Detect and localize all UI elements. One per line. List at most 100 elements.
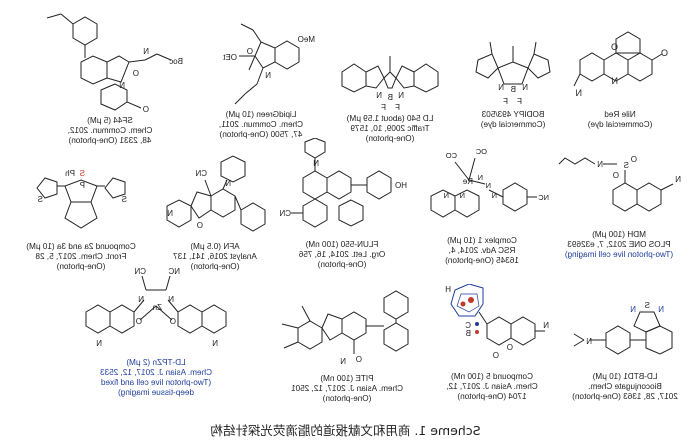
- atom-label: N: [265, 71, 271, 80]
- atom-label: HO: [395, 181, 407, 190]
- atom-label: N: [398, 91, 404, 100]
- atom-label: N: [138, 295, 144, 304]
- atom-label: N: [167, 209, 173, 218]
- compound-note: Traffic 2009, 10, 1579: [350, 124, 430, 133]
- atom-label: CO: [446, 151, 457, 160]
- compound-2a-3a-card: S P Ph S S Compound 2a and 3a (10 μM) Fr…: [11, 162, 151, 272]
- compound-note: (Commercial dye): [480, 120, 546, 129]
- atom-label: OC: [475, 147, 487, 156]
- atom-label: Zn: [153, 303, 162, 312]
- mdh-structure: N S O O N: [558, 155, 681, 212]
- atom-label: O: [197, 221, 203, 230]
- compound-name: Nile Red: [604, 110, 636, 119]
- atom-label: F: [381, 103, 386, 112]
- compound-note: Chem. Commun. 2011,: [218, 120, 304, 129]
- atom-label: CN: [195, 169, 207, 178]
- atom-label: S: [645, 301, 650, 310]
- atom-label: S: [80, 169, 85, 178]
- atom-label: N: [586, 337, 592, 346]
- atom-label: N: [576, 88, 583, 98]
- atom-label: N: [444, 191, 449, 200]
- atom-label: O: [170, 317, 176, 326]
- lipidgreen-card: MeO O OEt N LipidGreen (10 μM) Chem. Com…: [205, 14, 317, 140]
- atom-label: MeO: [298, 35, 315, 44]
- nile-red-structure: O N N O: [573, 31, 668, 98]
- scheme-caption: Scheme 1. 商用和文献报道的脂滴荧光探针结构: [210, 423, 481, 438]
- ld-btd1-structure: N S N N: [573, 301, 673, 355]
- atom-label: S: [38, 195, 43, 204]
- atom-label: NC: [168, 267, 180, 276]
- compound-imaging-note: (Two-photon live cell imaging): [564, 250, 674, 259]
- compound-note: Chem. Asian J. 2017, 12, 2501: [291, 384, 403, 393]
- atom-label: O: [661, 48, 668, 58]
- atom-label: CN: [279, 209, 291, 218]
- atom-label: N: [225, 179, 231, 188]
- atom-label: B: [511, 85, 516, 94]
- atom-label: O: [143, 105, 149, 114]
- atom-label: O: [133, 69, 139, 78]
- atom-label: O: [136, 317, 142, 326]
- compound-name: SF44 (5 μM): [87, 116, 133, 125]
- atom-label: O: [611, 42, 618, 52]
- atom-label: N: [376, 91, 382, 100]
- bodipy-card: N B N F F BODIPY 493/503 (Commercial dye…: [463, 32, 563, 130]
- atom-label: N: [597, 160, 603, 169]
- pite-structure: N O: [281, 290, 409, 366]
- atom-label: F: [395, 103, 400, 112]
- atom-label: N: [543, 321, 549, 330]
- ld-btd1-card: N S N N LD-BTD1 (10 μM) Bioconjugate Che…: [563, 300, 687, 402]
- atom-label: F: [517, 97, 522, 106]
- compound-note: RSC Adv. 2014, 4,: [448, 246, 516, 255]
- atom-label: N: [675, 175, 681, 184]
- compound-note: Front. Chem. 2017, 5, 28: [35, 252, 127, 261]
- atom-label: N: [498, 83, 504, 92]
- compound-name: LipidGreen (10 μM): [225, 110, 297, 119]
- compound-note: 1704 (One-photon): [457, 392, 527, 401]
- atom-label: F: [503, 97, 508, 106]
- atom-label: N: [486, 181, 491, 190]
- compound-note: PLOS ONE 2012, 7, e32693: [567, 240, 671, 249]
- atom-label: N: [478, 173, 483, 182]
- atom-label: O: [493, 351, 499, 360]
- ld540-card: N B N F F LD 540 (about 1.59 μM) Traffic…: [329, 42, 451, 144]
- complex1-card: OC CO Re N N N N N NC Complex 1 (10 μM) …: [413, 140, 551, 266]
- ld540-structure: N B N F F: [341, 56, 439, 112]
- atom-label: OEt: [222, 53, 237, 62]
- compound-note: (One-photon): [317, 260, 367, 269]
- mdh-card: N S O O N MDH (100 μM) PLOS ONE 2012, 7,…: [553, 150, 685, 260]
- flun550-card: N HO CN FLUN-550 (100 nM) Org. Lett. 201…: [275, 138, 409, 270]
- compound-2a-3a-structure: S P Ph S S: [36, 169, 127, 229]
- atom-label: O: [356, 355, 362, 364]
- atom-label: N: [143, 47, 149, 56]
- compound-note: Analyst 2016, 141, 137: [173, 252, 257, 261]
- atom-label: O: [247, 47, 253, 56]
- compound-name: BODIPY 493/503: [481, 110, 545, 119]
- atom-label: N: [119, 81, 125, 90]
- compound-note: Chem. Commun. 2012,: [67, 126, 153, 135]
- atom-label: C: [465, 321, 471, 330]
- lipidgreen-structure: MeO O OEt N: [222, 23, 315, 105]
- compound-name: LD-TPZn (2 μM): [126, 358, 186, 367]
- compound-5-structure: H C B O O N: [445, 284, 549, 360]
- ld-tpzn-card: NC CN N N Zn O O N N LD-TPZn (2 μM) Chem…: [61, 266, 251, 398]
- atom-label: Ph: [65, 169, 75, 178]
- nile-red-card: O N N O Nile Red (Commercial dye): [565, 20, 675, 130]
- afn-card: CN N N O AFN (0.5 μM) Analyst 2016, 141,…: [153, 150, 277, 272]
- ld-tpzn-structure: NC CN N N Zn O O N N: [85, 267, 227, 348]
- complex1-structure: OC CO Re N N N N N NC: [430, 147, 549, 218]
- sf44-structure: N N O O Boc: [46, 13, 183, 114]
- atom-label: N: [340, 357, 346, 366]
- atom-label: N: [522, 83, 528, 92]
- compound-note: 16345 (One-photon): [445, 256, 519, 265]
- atom-label: N: [313, 159, 319, 168]
- compound-imaging-note: (Two-photon live cell and fixed: [100, 378, 212, 387]
- compound-imaging-note: deep-tissue imaging): [118, 388, 195, 397]
- atom-label: O: [631, 155, 637, 164]
- atom-label: N: [658, 305, 664, 314]
- compound-5-card: H C B O O N Compound 5 (100 nM) Chem. As…: [433, 284, 551, 402]
- compound-note: Bioconjugate Chem.: [588, 382, 662, 391]
- atom-label: S: [624, 161, 629, 170]
- atom-label: CN: [134, 267, 146, 276]
- atom-label: N: [212, 339, 218, 348]
- afn-structure: CN N N O: [166, 155, 266, 232]
